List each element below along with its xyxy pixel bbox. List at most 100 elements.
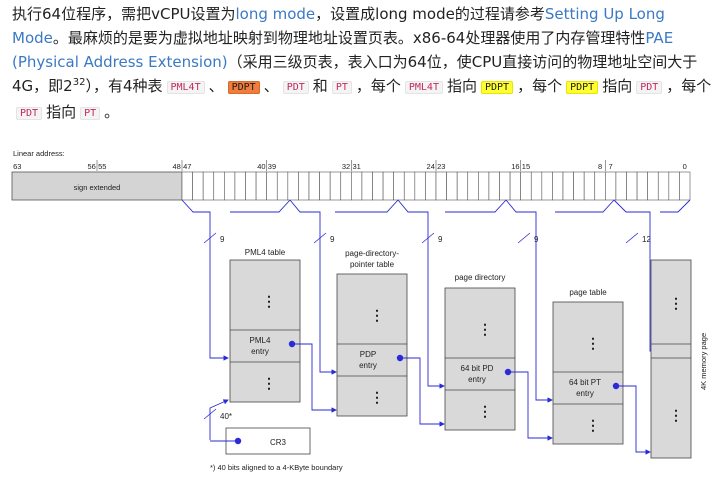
ellipsis: ⋮ xyxy=(669,407,683,423)
intro-text: ，每个 xyxy=(517,77,563,95)
bits-pd: 9 xyxy=(438,235,443,244)
address-bit-cell xyxy=(583,171,596,201)
address-bit-cell xyxy=(393,171,405,201)
address-bit-cell xyxy=(255,171,267,201)
address-bit-cell xyxy=(266,171,278,201)
bit-label: 40 xyxy=(257,162,265,171)
footnote: *) 40 bits aligned to a 4-KByte boundary xyxy=(210,463,343,472)
entry-pointers xyxy=(288,260,651,455)
bit-label: 7 xyxy=(609,162,613,171)
code-pdpt-highlighted: PDPT xyxy=(227,81,260,94)
linear-address-label: Linear address: xyxy=(13,149,65,158)
address-bit-cell xyxy=(530,171,543,201)
code-pml4t: PML4T xyxy=(166,81,205,94)
long-mode-link[interactable]: long mode xyxy=(235,5,316,23)
address-bit-cell xyxy=(234,171,246,201)
ellipsis: ⋮ xyxy=(262,375,276,391)
pml4-entry-label: entry xyxy=(251,347,269,356)
cr3-bits: 40* xyxy=(220,412,232,421)
pt-entry-label: entry xyxy=(576,389,594,398)
intro-text: 指向 xyxy=(446,77,477,95)
address-bit-cell xyxy=(456,171,469,201)
bit-label: 23 xyxy=(437,162,445,171)
address-bit-cell xyxy=(276,171,289,201)
address-bit-cell xyxy=(245,171,257,201)
bit-label: 15 xyxy=(522,162,530,171)
pd-table-title: page directory xyxy=(455,273,506,282)
pt-table xyxy=(552,301,624,445)
intro-text: ，每个 xyxy=(666,77,712,95)
address-bit-cell xyxy=(224,171,236,201)
pdp-table-title: pointer table xyxy=(350,260,395,269)
intro-text: 、 xyxy=(208,77,224,95)
address-bit-cell xyxy=(657,171,670,201)
address-bit-cell xyxy=(541,171,553,201)
bit-label: 47 xyxy=(183,162,191,171)
address-bit-cell xyxy=(446,171,458,201)
bit-label: 39 xyxy=(268,162,276,171)
bit-group-brackets xyxy=(181,199,691,220)
address-bit-cell xyxy=(605,171,617,201)
setting-up-long-mode-link[interactable]: Setting Up Long Mode xyxy=(12,5,665,47)
address-bit-cell xyxy=(192,171,204,201)
address-bit-cell xyxy=(488,171,500,201)
index-lines xyxy=(209,220,651,403)
pt-entry-label: 64 bit PT xyxy=(569,378,601,387)
address-bit-cell xyxy=(615,171,627,201)
ellipsis: ⋮ xyxy=(370,307,384,323)
bit-label: 16 xyxy=(511,162,519,171)
code-pdt: PDT xyxy=(636,81,663,94)
bit-label: 0 xyxy=(683,162,687,171)
address-bit-cell xyxy=(298,171,310,201)
bit-label: 24 xyxy=(427,162,435,171)
bit-label: 32 xyxy=(342,162,350,171)
code-pdt: PDT xyxy=(16,107,43,120)
address-bit-cell xyxy=(414,171,426,201)
sign-extended-label: sign extended xyxy=(74,183,121,192)
ellipsis: ⋮ xyxy=(586,335,600,351)
pd-table xyxy=(444,287,516,431)
intro-text: 指向 xyxy=(602,77,633,95)
pd-entry-label: 64 bit PD xyxy=(461,364,494,373)
ellipsis: ⋮ xyxy=(586,417,600,433)
pdp-table xyxy=(336,273,408,417)
code-pt: PT xyxy=(80,107,101,120)
bits-offset: 12 xyxy=(642,235,651,244)
sign-extended-field xyxy=(11,171,183,201)
address-bit-cell xyxy=(562,171,574,201)
address-bit-cell xyxy=(499,171,511,201)
pae-link[interactable]: PAE (Physical Address Extension) xyxy=(12,29,674,71)
bit-label: 8 xyxy=(598,162,602,171)
intro-text: ），有4种表 xyxy=(85,77,163,95)
intro-text: 指向 xyxy=(46,103,77,121)
intro-text: 。 xyxy=(104,103,120,121)
address-bit-cell xyxy=(520,171,532,201)
bit-label: 56 xyxy=(88,162,96,171)
exponent: 32 xyxy=(72,77,86,88)
intro-text: ，每个 xyxy=(355,77,401,95)
intro-text: （采用三级页表，表入口为64位，使CPU直接访问的物理地址空间大于4G，即2 xyxy=(12,53,698,95)
bit-label: 48 xyxy=(173,162,181,171)
address-bit-cells xyxy=(181,171,691,201)
address-bit-cell xyxy=(594,171,606,201)
address-bit-cell xyxy=(340,171,352,201)
ellipsis: ⋮ xyxy=(262,293,276,309)
address-bit-cell xyxy=(202,171,215,201)
address-bit-cell xyxy=(329,171,342,201)
ellipsis: ⋮ xyxy=(370,389,384,405)
ellipsis: ⋮ xyxy=(669,295,683,311)
address-bit-cell xyxy=(425,171,437,201)
address-bit-cell xyxy=(626,171,638,201)
address-bit-cell xyxy=(372,171,384,201)
code-pdpt-highlighted: PDPT xyxy=(566,81,599,94)
address-bit-cell xyxy=(679,171,691,201)
bit-label: 63 xyxy=(13,162,21,171)
cr3-label: CR3 xyxy=(270,438,287,447)
address-bit-cell xyxy=(351,171,363,201)
address-bit-cell xyxy=(636,171,648,201)
code-pt: PT xyxy=(331,81,352,94)
bit-label: 31 xyxy=(352,162,360,171)
bits-pml4: 9 xyxy=(220,235,225,244)
